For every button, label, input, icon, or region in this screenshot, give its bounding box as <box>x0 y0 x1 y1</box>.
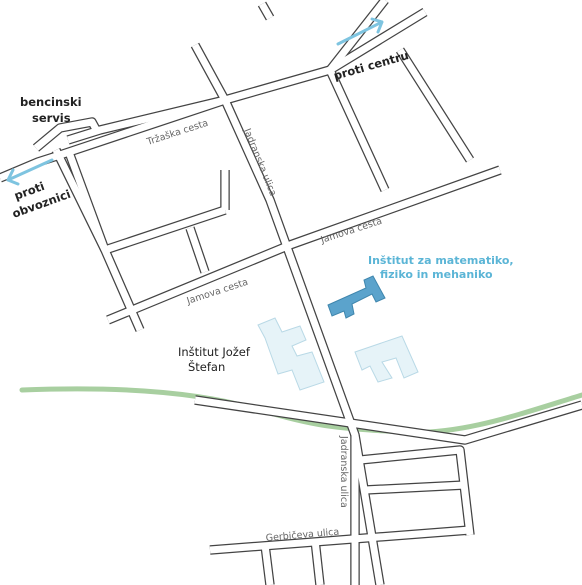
label-gas-station-line2: servis <box>32 111 71 125</box>
ijs-buildings <box>257 317 419 391</box>
label-imfm-line2: fiziko in mehaniko <box>380 268 493 281</box>
arrow-to-bypass-icon <box>6 158 54 186</box>
label-imfm-line1: Inštitut za matematiko, <box>368 254 514 267</box>
greenway-path <box>19 386 582 435</box>
arrow-to-center-icon <box>336 17 384 46</box>
label-ijs-line1: Inštitut Jožef <box>178 345 251 359</box>
label-gas-station-line1: bencinski <box>20 95 82 109</box>
direction-arrows <box>6 17 384 186</box>
imfm-building <box>327 275 386 319</box>
label-jadranska-ulica-south: Jadranska ulica <box>338 435 349 508</box>
label-ijs-line2: Štefan <box>188 359 225 374</box>
